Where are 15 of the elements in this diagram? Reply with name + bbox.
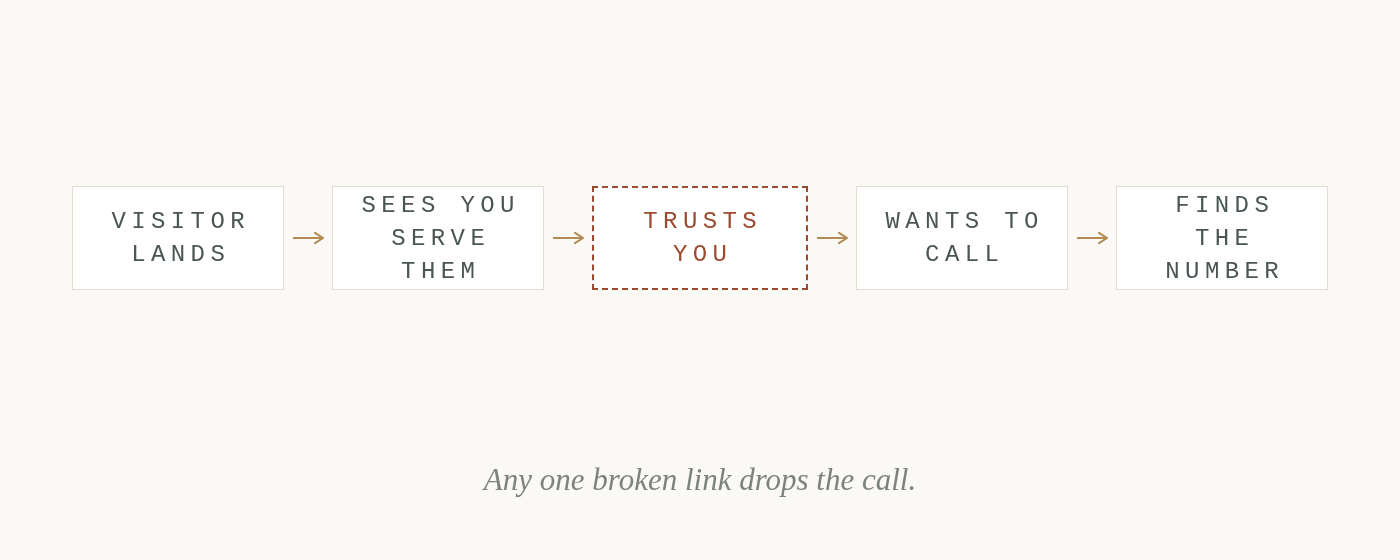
arrow — [816, 231, 848, 245]
step-label: VISITOR LANDS — [110, 207, 251, 270]
process-box — [72, 186, 284, 290]
step-label: FINDS THE NUMBER — [1164, 190, 1286, 287]
highlighted-step-box — [592, 186, 808, 290]
step-label: SEES YOU SERVE THEM — [360, 190, 521, 287]
arrow — [292, 231, 324, 245]
arrow — [552, 231, 584, 245]
process-box — [856, 186, 1068, 290]
process-box — [1116, 186, 1328, 290]
caption: Any one broken link drops the call. — [483, 462, 917, 497]
process-box — [332, 186, 544, 290]
arrow — [1076, 231, 1108, 245]
step-label: TRUSTS YOU — [642, 207, 764, 270]
step-label: WANTS TO CALL — [884, 207, 1045, 270]
